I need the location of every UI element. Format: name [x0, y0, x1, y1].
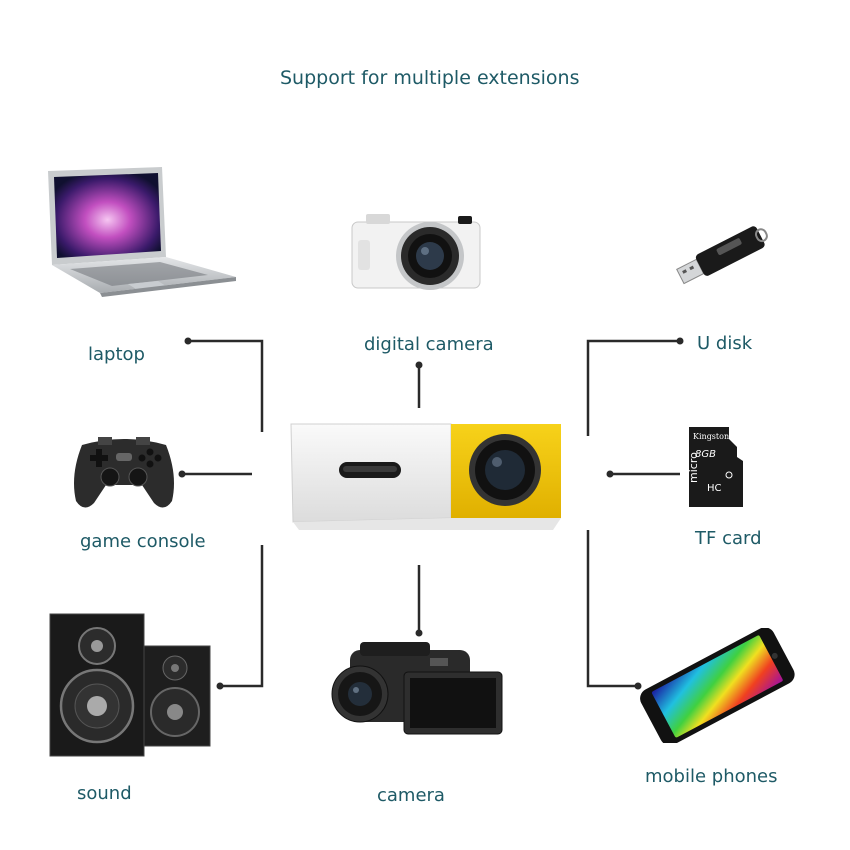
mobile-phone-icon	[640, 628, 795, 743]
projector-icon	[290, 423, 561, 530]
camcorder-icon	[331, 642, 503, 735]
connector-laptop	[188, 339, 264, 432]
tf-card-type: micro	[687, 452, 700, 483]
speakers-icon	[49, 613, 211, 757]
digital-camera-icon	[351, 214, 481, 290]
connector-u-disk	[586, 339, 680, 436]
label-tf-card: TF card	[695, 528, 762, 549]
tf-card-icon: Kingston 8GB micro HC	[687, 427, 743, 507]
page-title: Support for multiple extensions	[280, 67, 580, 89]
tf-card-capacity: 8GB	[695, 449, 716, 460]
label-camera: camera	[377, 785, 445, 806]
connector-sound	[220, 545, 264, 688]
label-sound: sound	[77, 783, 132, 804]
label-game-console: game console	[80, 531, 206, 552]
laptop-icon	[48, 167, 236, 297]
usb-drive-icon	[676, 226, 768, 285]
tf-card-class: HC	[707, 483, 722, 494]
label-u-disk: U disk	[697, 333, 753, 354]
connector-mobile	[586, 530, 638, 688]
label-digital-camera: digital camera	[364, 334, 494, 355]
label-laptop: laptop	[88, 344, 145, 365]
label-mobile-phones: mobile phones	[645, 766, 778, 787]
tf-card-brand: Kingston	[693, 432, 729, 441]
gamepad-icon	[74, 437, 174, 508]
